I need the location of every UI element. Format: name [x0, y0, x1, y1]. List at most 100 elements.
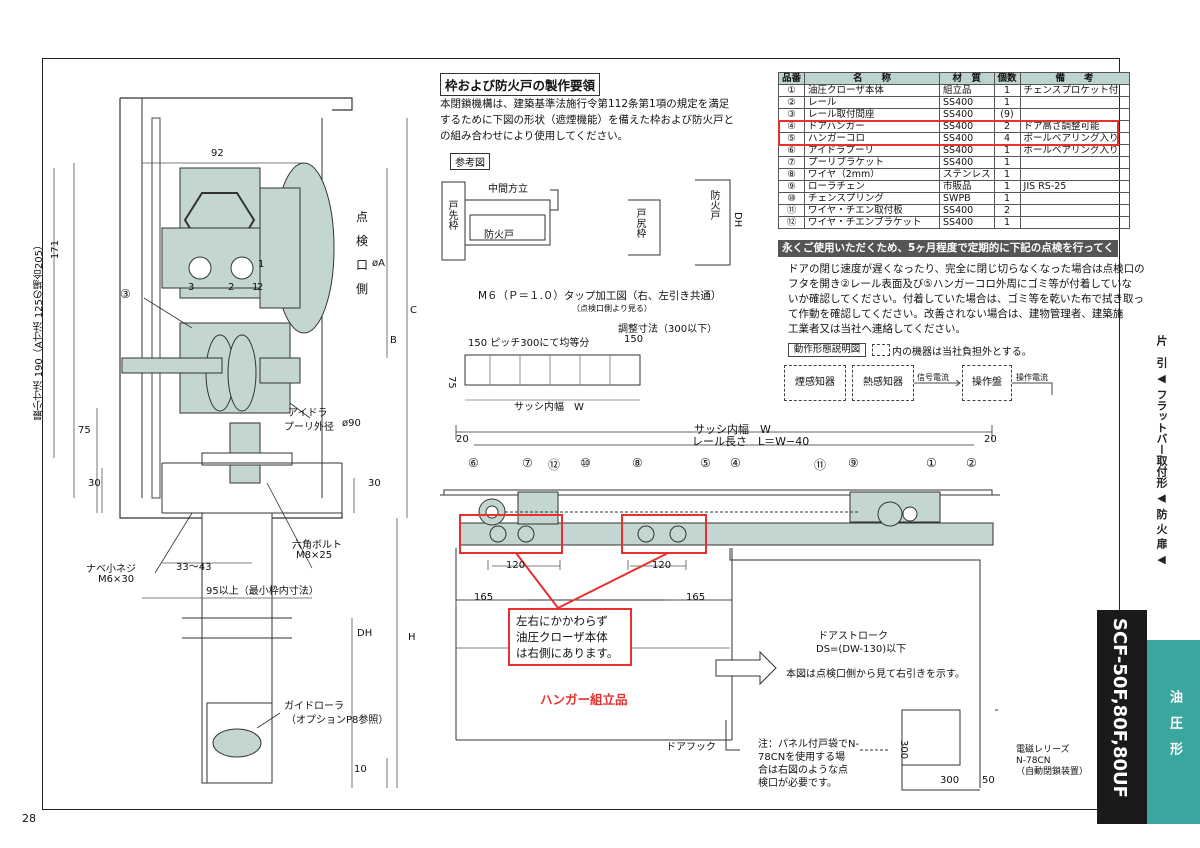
part-remarks — [1019, 108, 1130, 121]
part-qty: 2 — [993, 204, 1021, 217]
part-qty: 1 — [993, 144, 1021, 157]
tap-side-dim: 75 — [446, 376, 457, 389]
sash-inner-width: サッシ内幅 W — [694, 423, 771, 436]
part-material: SS400 — [939, 204, 995, 217]
part-name: プーリブラケット — [804, 156, 941, 169]
maint-line-1: ドアの閉じ速度が遅くなったり、完全に閉じ切らなくなった場合は点検口の — [788, 263, 1145, 275]
inspection-side-2: 検 — [356, 234, 369, 248]
dim-95-min: 95以上（最小枠内寸法） — [206, 586, 319, 597]
hex-bolt-label: 六角ボルト — [292, 540, 342, 551]
note-block: 注：パネル付戸袋でN- 78CNを使用する場 合は右図のような点 検口が必要です… — [758, 738, 859, 790]
idler-label: アイドラ — [288, 408, 328, 419]
dim-DH: DH — [357, 628, 373, 639]
type-name: 油 圧 形 — [1167, 690, 1182, 755]
smoke-detector: 煙感知器 — [784, 365, 846, 401]
part-material: SS400 — [939, 156, 995, 169]
category-breadcrumb: 片 引 ◀ フラットバー取付形 ◀ 防 火 扉 ◀ — [1155, 335, 1168, 566]
part-material: SS400 — [939, 96, 995, 109]
dim-33-43: 33〜43 — [176, 562, 212, 573]
part-name: ワイヤ（2mm） — [804, 168, 941, 181]
dim-300-h: 300 — [940, 775, 960, 786]
part-name: レール — [804, 96, 941, 109]
part-mark-3: ③ — [120, 287, 131, 301]
part-mark-9: ⑨ — [848, 456, 859, 470]
mark-2a: 2 — [257, 282, 264, 293]
ref-dh: DH — [732, 212, 743, 228]
note-line-4: 検口が必要です。 — [758, 778, 837, 789]
dim-min-190: 最小寸法 190（A寸法 125の場合205） — [34, 240, 45, 421]
ref-fire-door-b: 防火戸 — [708, 190, 719, 220]
part-no: ① — [777, 84, 806, 97]
direction-note: 本図は点検口側から見て右引きを示す。 — [786, 669, 965, 680]
part-qty: 1 — [993, 216, 1021, 229]
part-remarks: ボールベアリング入り — [1019, 144, 1130, 157]
guide-roller-label: ガイドローラ — [284, 701, 344, 712]
reference-drawing — [441, 179, 731, 266]
dim-phi90: ø90 — [342, 418, 361, 429]
tap-drawing — [464, 354, 641, 401]
dim-120-right: 120 — [652, 560, 672, 571]
dim-30-right: 30 — [368, 478, 381, 489]
part-mark-12: ⑫ — [548, 458, 561, 472]
part-no: ⑨ — [777, 180, 806, 193]
mark-2b: 2 — [228, 282, 235, 293]
section-body-1: 本閉鎖機構は、建築基準法施行令第112条第1項の規定を満足 — [440, 98, 730, 110]
part-mark-6: ⑥ — [468, 456, 479, 470]
rail-right-gap: 20 — [984, 434, 997, 445]
part-qty: 1 — [993, 180, 1021, 193]
note-line-1: 注：パネル付戸袋でN- — [758, 739, 860, 750]
tap-title: M６（Ｐ＝１.０）タップ加工図（右、左引き共通） — [478, 290, 722, 302]
door-stroke-formula: DS=(DW-130)以下 — [816, 644, 907, 655]
part-mark-10: ⑩ — [580, 456, 591, 470]
part-remarks — [1019, 168, 1130, 181]
type-tab: 油 圧 形 — [1147, 640, 1200, 824]
pan-screw-size: M6×30 — [98, 574, 135, 585]
ref-mullion: 中間方立 — [488, 184, 528, 195]
tap-subtitle: （点検口側より見る） — [572, 304, 652, 313]
part-name: ローラチェン — [804, 180, 941, 193]
note-line-2: 78CNを使用する場 — [758, 752, 846, 763]
part-no: ⑩ — [777, 192, 806, 205]
maint-line-4: て作動を確認してください。改善されない場合は、建物管理者、建築施 — [788, 308, 1124, 320]
maint-line-2: フタを開き②レール表面及び⑤ハンガーコロ外周にゴミ等が付着していな — [788, 278, 1133, 290]
tap-pitch: 150 ピッチ300にて均等分 — [468, 338, 590, 349]
release-line-2: N-78CN — [1016, 756, 1051, 766]
maint-line-5: 工業者又は当社へ連絡してください。 — [788, 323, 966, 335]
release-line-1: 電磁レリーズ — [1016, 745, 1070, 755]
part-name: 油圧クローザ本体 — [804, 84, 941, 97]
operation-current: 操作電流 — [1016, 373, 1048, 382]
dim-H: H — [408, 632, 416, 643]
maintenance-text: ドアの閉じ速度が遅くなったり、完全に閉じ切らなくなった場合は点検口の フタを開き… — [788, 262, 1145, 337]
part-no: ⑪ — [777, 204, 806, 217]
ref-door-tail-frame: 戸尻枠 — [634, 208, 645, 238]
rail-left-gap: 20 — [456, 434, 469, 445]
section-body-3: の組み合わせにより使用してください。 — [440, 130, 629, 142]
part-name: チェンスプリング — [804, 192, 941, 205]
header-material: 材 質 — [939, 72, 995, 85]
pan-screw-label: ナベ小ネジ — [86, 564, 136, 575]
left-section-drawing — [53, 97, 408, 788]
dim-phiA: øA — [372, 258, 385, 269]
part-no: ⑫ — [777, 216, 806, 229]
tap-right-dim: 150 — [624, 334, 644, 345]
tap-adjust: 調整寸法（300以下） — [618, 324, 718, 335]
part-mark-2: ② — [966, 456, 977, 470]
dim-171: 171 — [50, 240, 61, 260]
pulley-od-label: プーリ外径 — [284, 422, 334, 433]
part-material: SS400 — [939, 216, 995, 229]
operation-label: 動作形態説明図 — [788, 343, 866, 357]
dim-165-right: 165 — [686, 592, 706, 603]
part-mark-4: ④ — [730, 456, 741, 470]
header-no: 品番 — [777, 72, 806, 85]
dim-B: B — [390, 335, 397, 346]
header-remarks: 備 考 — [1019, 72, 1130, 85]
part-mark-7: ⑦ — [522, 456, 533, 470]
part-remarks — [1019, 216, 1130, 229]
section-title: 枠および防火戸の製作要領 — [440, 73, 601, 96]
